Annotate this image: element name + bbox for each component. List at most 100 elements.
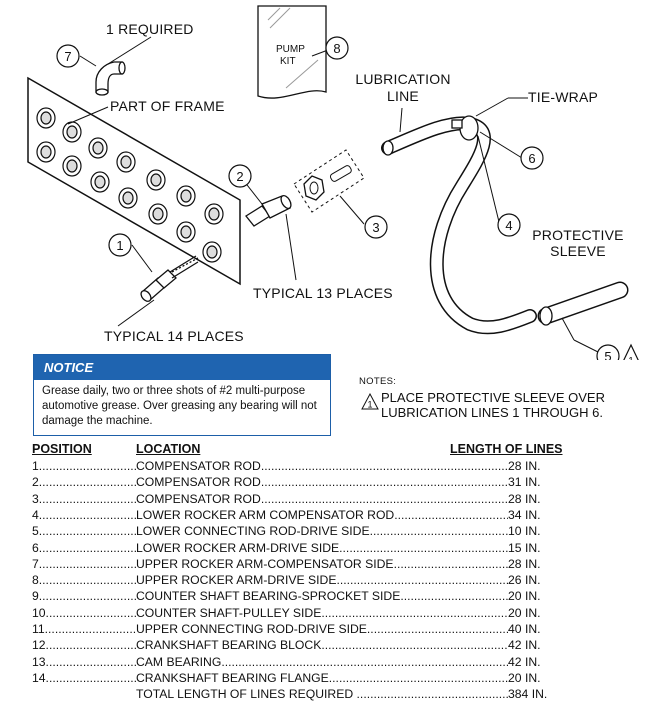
notes-text: PLACE PROTECTIVE SLEEVE OVER LUBRICATION… [381,390,605,420]
row-length: 26 IN. [508,573,541,588]
table-row: 2.......................................… [32,474,632,490]
callout-1-label: 1 [116,238,123,253]
label-part-of-frame: PART OF FRAME [110,98,225,114]
callout-6-label: 6 [528,151,535,166]
row-length: 20 IN. [508,670,541,685]
frame-grease-holes [36,107,224,263]
row-location: COUNTER SHAFT-PULLEY SIDE...............… [136,605,508,620]
row-location: CAM BEARING.............................… [136,654,508,669]
notice-body: Grease daily, two or three shots of #2 m… [42,385,317,427]
row-location: UPPER CONNECTING ROD-DRIVE SIDE.........… [136,622,508,636]
row-length: 20 IN. [508,605,541,620]
frame-plate [27,76,241,286]
callout-1: 1 [108,233,132,257]
header-location: LOCATION [136,442,201,456]
row-position: 2.......................................… [32,475,136,490]
row-position: 13......................................… [32,654,136,669]
row-length: 28 IN. [508,459,541,473]
table-row: 8.......................................… [32,572,632,588]
label-line: LINE [387,88,419,104]
table-row: 11......................................… [32,621,632,637]
table-row: 14......................................… [32,670,632,686]
label-pump-kit-line1: PUMP [276,44,305,55]
label-protective: PROTECTIVE [532,227,623,243]
callout-2: 2 [228,164,252,188]
row-location: COMPENSATOR ROD.........................… [136,459,508,473]
row-location: CRANKSHAFT BEARING BLOCK................… [136,638,508,653]
fitting-kit-box [293,149,365,213]
warning-triangle-icon: 1 [361,393,379,410]
row-position: 6.......................................… [32,540,136,555]
notes-symbol-label: 1 [367,400,372,410]
warning-symbol-label: 1 [628,356,634,360]
row-location: LOWER ROCKER ARM COMPENSATOR ROD........… [136,507,508,522]
label-typical-13: TYPICAL 13 PLACES [253,285,393,301]
row-length: 28 IN. [508,556,541,571]
callout-4: 4 [497,213,521,237]
row-position: 7.......................................… [32,556,136,571]
callout-3-label: 3 [372,220,379,235]
row-position: 14......................................… [32,670,136,685]
callout-2-label: 2 [236,169,243,184]
notes-title: NOTES: [359,376,397,387]
row-length: 15 IN. [508,540,541,555]
row-location: UPPER ROCKER ARM-COMPENSATOR SIDE.......… [136,556,508,571]
header-position: POSITION [32,442,92,456]
callout-5: 5 [596,344,620,360]
label-pump-kit-line2: KIT [280,56,296,67]
row-length: 28 IN. [508,491,541,506]
row-location: COMPENSATOR ROD.........................… [136,491,508,506]
table-row: 1.......................................… [32,458,632,474]
notice-box: NOTICE Grease daily, two or three shots … [33,354,331,436]
row-position: 12......................................… [32,638,136,653]
label-sleeve: SLEEVE [550,243,606,259]
row-position: 4.......................................… [32,507,136,522]
lubrication-diagram: 7 8 2 1 3 4 6 5 1 1 REQUIRED PART OF FRA… [27,5,639,360]
label-one-required: 1 REQUIRED [106,21,194,37]
pump-kit-document [257,5,327,99]
callout-6: 6 [520,146,544,170]
protective-sleeve [537,281,629,326]
notice-title: NOTICE [34,355,330,380]
row-length: 31 IN. [508,475,541,490]
table-row: 12......................................… [32,637,632,653]
table-row: 7.......................................… [32,556,632,572]
total-length: 384 IN. [508,687,548,702]
table-row: 13......................................… [32,654,632,670]
row-location: LOWER CONNECTING ROD-DRIVE SIDE.........… [136,524,508,539]
row-length: 42 IN. [508,638,541,653]
table-row: 6.......................................… [32,540,632,556]
line-fitting [245,194,292,227]
table-row: 10......................................… [32,605,632,621]
label-lubrication: LUBRICATION [355,71,450,87]
leader-lines [67,36,599,353]
row-length: 20 IN. [508,589,541,604]
header-length: LENGTH OF LINES [450,442,563,456]
table-row: 3.......................................… [32,491,632,507]
row-position: 9.......................................… [32,589,136,604]
row-length: 40 IN. [508,622,541,636]
row-position: 1.......................................… [32,459,136,473]
row-length: 34 IN. [508,507,541,522]
table-row: 9.......................................… [32,588,632,604]
callout-7-label: 7 [64,49,71,64]
zerk-fitting [140,255,199,302]
callout-4-label: 4 [505,218,512,233]
row-location: CRANKSHAFT BEARING FLANGE...............… [136,670,508,685]
table-row: 4.......................................… [32,507,632,523]
callout-5-label: 5 [604,349,611,360]
table-row: 5.......................................… [32,523,632,539]
callout-8-label: 8 [333,41,340,56]
total-label: TOTAL LENGTH OF LINES REQUIRED .........… [136,687,508,702]
elbow-fitting [95,61,126,96]
row-position: 5.......................................… [32,524,136,539]
table-total-row: TOTAL LENGTH OF LINES REQUIRED .........… [32,686,632,702]
row-position: 10......................................… [32,605,136,620]
label-typical-14: TYPICAL 14 PLACES [104,328,244,344]
callout-3: 3 [364,215,388,239]
row-location: LOWER ROCKER ARM-DRIVE SIDE.............… [136,540,508,555]
callout-7: 7 [56,44,80,68]
row-location: COMPENSATOR ROD.........................… [136,475,508,490]
row-location: UPPER ROCKER ARM-DRIVE SIDE.............… [136,573,508,588]
row-length: 10 IN. [508,524,541,539]
